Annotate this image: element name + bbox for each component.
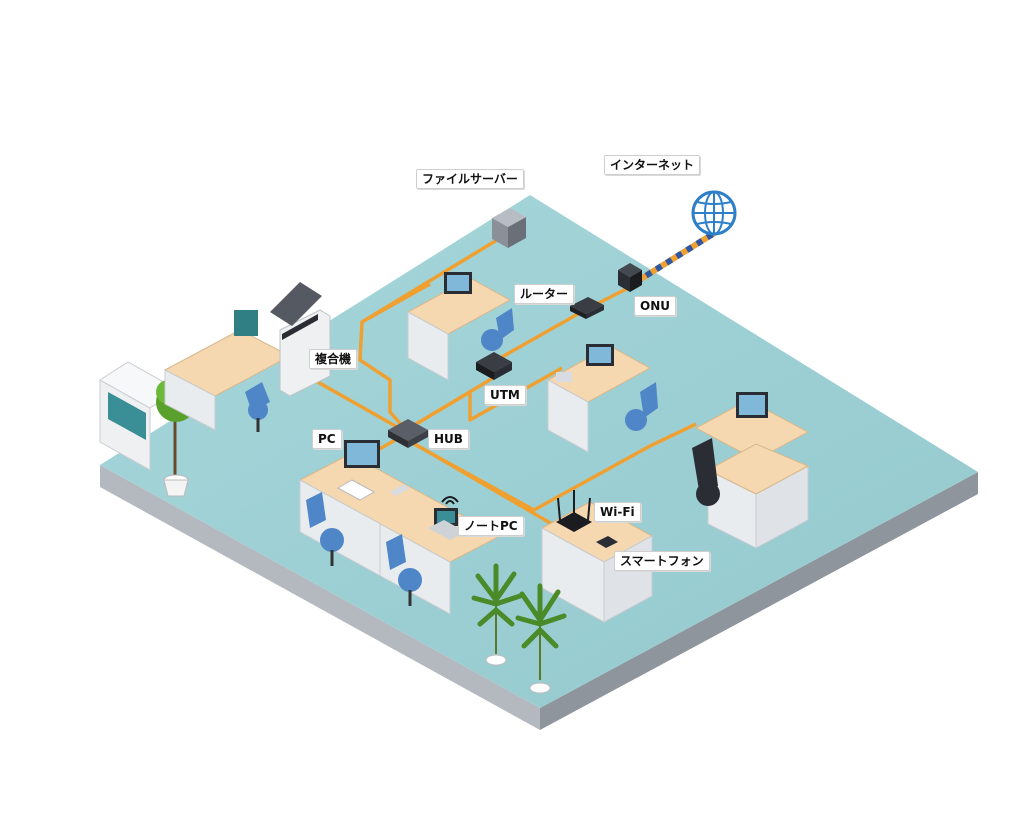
- onu-top: [618, 263, 642, 277]
- router-side: [586, 305, 604, 319]
- palm-1-leaves: [471, 563, 523, 627]
- label-hub: HUB: [428, 429, 469, 449]
- label-pc: PC: [312, 429, 342, 449]
- chair-mfp-seat: [248, 400, 268, 420]
- label-notebook-pc: ノートPC: [458, 516, 524, 536]
- wifi-icon: [441, 496, 459, 505]
- palm-2-leaves: [515, 583, 567, 649]
- file-server-top: [492, 208, 526, 227]
- label-internet: インターネット: [604, 155, 701, 175]
- chair-middle: [640, 382, 658, 418]
- palm-2-pot: [529, 682, 551, 694]
- utm: [476, 352, 512, 380]
- file-server-front: [492, 218, 508, 248]
- desk-mfp-area: [163, 282, 331, 432]
- chair-back-1-seat: [481, 329, 503, 351]
- router: [570, 297, 604, 319]
- binders: [234, 310, 258, 336]
- wifi-router-body: [556, 512, 592, 532]
- desk-middle-printer: [556, 372, 572, 382]
- wifi-antenna-3: [587, 497, 591, 521]
- wifi-arc-inner: [445, 500, 455, 505]
- onu-side: [630, 270, 642, 292]
- desk-front: [164, 369, 216, 431]
- router-top: [570, 297, 604, 314]
- hub: [388, 419, 428, 448]
- exec-chair-seat: [696, 482, 720, 506]
- desk-middle: [546, 344, 658, 453]
- globe-lat-south: [696, 221, 732, 225]
- chair-front-1-seat: [320, 528, 344, 552]
- cable-router-utm: [492, 308, 586, 364]
- pc-keyboard: [336, 479, 376, 501]
- label-file-server: ファイルサーバー: [416, 169, 524, 189]
- floor: [100, 195, 978, 730]
- utm-front: [476, 362, 494, 380]
- label-router: ルーター: [514, 284, 575, 304]
- cable-hub-right-desk: [413, 422, 697, 512]
- pc-screen: [347, 443, 377, 465]
- label-mfp: 複合機: [309, 349, 358, 369]
- label-smartphone: スマートフォン: [614, 551, 710, 571]
- bookshelf-binders: [108, 392, 146, 440]
- file-server-side: [508, 217, 526, 248]
- exec-chair: [692, 438, 718, 496]
- desk-back-1-screen: [447, 275, 469, 291]
- label-wifi: Wi-Fi: [594, 502, 641, 522]
- wifi-arc-outer: [441, 496, 459, 503]
- notebook-display: [437, 511, 455, 523]
- globe-icon: [691, 190, 737, 236]
- desk-front-row: [298, 440, 502, 615]
- router-front: [570, 306, 586, 319]
- onu: [618, 263, 642, 292]
- utm-side: [494, 362, 512, 380]
- desk-middle-screen: [589, 347, 611, 363]
- file-server: [492, 208, 526, 248]
- globe-lat-north: [696, 201, 732, 205]
- desk-exec-screen: [739, 395, 765, 415]
- floor-top: [100, 195, 978, 708]
- chair-back-1: [496, 308, 514, 340]
- tree-pot: [163, 479, 189, 497]
- smartphone: [596, 536, 618, 548]
- notebook-base: [428, 520, 466, 540]
- label-utm: UTM: [484, 385, 526, 405]
- mfp-top: [270, 282, 322, 326]
- mfp-tray: [282, 314, 318, 340]
- desk-exec-top: [694, 399, 810, 461]
- desk-executive: [692, 392, 810, 549]
- wifi-antenna-1: [557, 497, 561, 521]
- floor-left-edge: [100, 465, 540, 730]
- chair-front-1: [306, 492, 326, 528]
- label-onu: ONU: [634, 296, 676, 316]
- fiber-line-dash: [634, 229, 718, 285]
- cable-desk1: [361, 282, 431, 324]
- pc-tower: [390, 484, 410, 496]
- desk-exec-front-top: [706, 443, 810, 495]
- floor-right-edge: [540, 472, 978, 730]
- chair-front-2: [386, 534, 406, 570]
- hub-front: [388, 430, 408, 448]
- chair-front-2-seat: [398, 568, 422, 592]
- hub-side: [408, 430, 428, 448]
- onu-front: [618, 270, 630, 292]
- desk-back-1: [406, 272, 514, 381]
- desk-back-1-front: [407, 311, 449, 381]
- palm-1-pot: [485, 654, 507, 666]
- palm-plants: [471, 563, 567, 694]
- chair-middle-seat: [625, 409, 647, 431]
- desk-middle-front: [547, 379, 589, 453]
